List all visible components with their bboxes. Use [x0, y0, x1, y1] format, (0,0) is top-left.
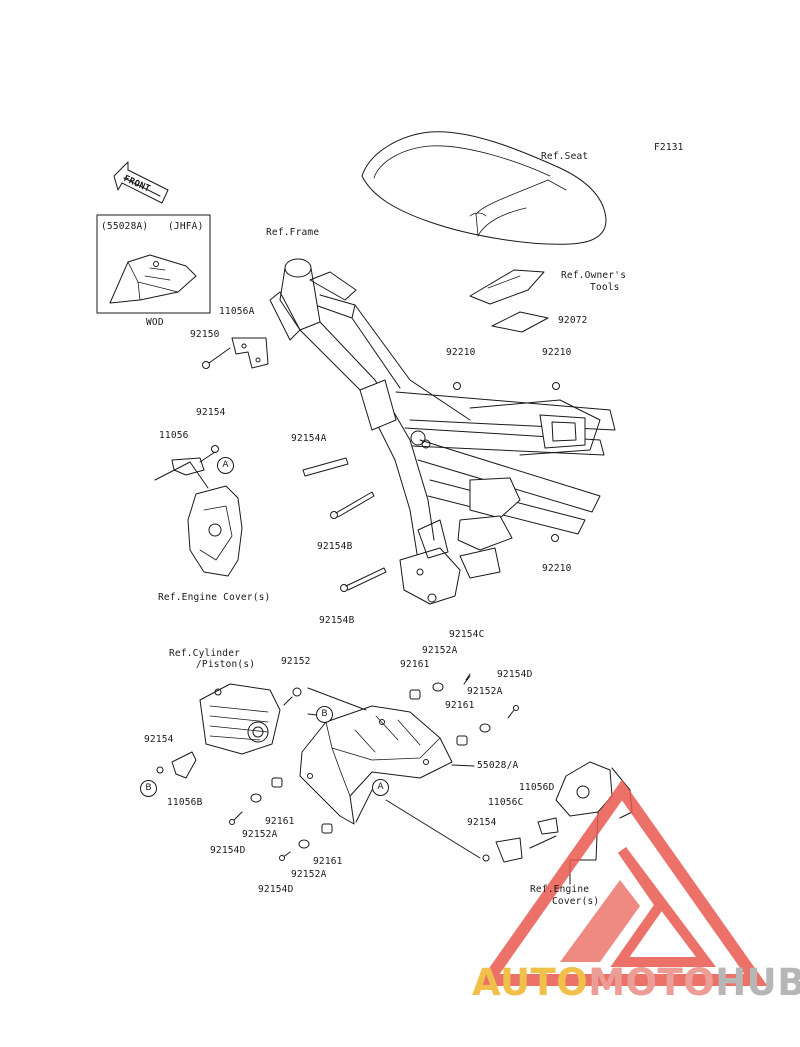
inset-caption: WOD: [146, 317, 164, 328]
frame-drawing: [269, 258, 616, 605]
watermark-wordmark: AUTOMOTOHUB: [472, 963, 800, 1003]
part-92152A-top: 92152A: [422, 645, 458, 656]
part-92154D-right: 92154D: [497, 669, 533, 680]
inset-header-left: (55028A): [101, 221, 149, 232]
ref-seat-label: Ref.Seat: [541, 151, 589, 162]
part-92161-top: 92161: [400, 659, 430, 670]
part-92154D-low: 92154D: [210, 845, 246, 856]
figure-code: F2131: [654, 142, 684, 153]
part-11056: 11056: [159, 430, 189, 441]
part-92210-c: 92210: [542, 563, 572, 574]
inset-header-right: (JHFA): [168, 221, 204, 232]
frame-bolts-drawing: [302, 382, 560, 592]
bracket-11056-drawing: [154, 445, 219, 489]
ref-owners-tools-label-2: Tools: [590, 282, 620, 293]
part-92161-mid: 92161: [445, 700, 475, 711]
part-92152: 92152: [281, 656, 311, 667]
part-55028A: 55028/A: [477, 760, 519, 771]
part-11056A: 11056A: [219, 306, 255, 317]
ref-owners-tools-label-1: Ref.Owner's: [561, 270, 627, 281]
grommets-left-drawing: [229, 777, 333, 861]
ref-engine-covers-top-label: Ref.Engine Cover(s): [158, 592, 271, 603]
part-92161-bottom: 92161: [313, 856, 343, 867]
ref-engine-covers-bottom-label-2: Cover(s): [552, 896, 600, 907]
symbol-a-mid: A: [372, 779, 389, 796]
part-92154-right: 92154: [467, 817, 497, 828]
engine-cover-left-drawing: [187, 485, 243, 577]
part-92154A: 92154A: [291, 433, 327, 444]
ref-engine-covers-bottom-label-1: Ref.Engine: [530, 884, 590, 895]
watermark-part-moto: MOTO: [588, 961, 716, 1004]
part-92152A-bottom: 92152A: [291, 869, 327, 880]
part-92152A-mid: 92152A: [467, 686, 503, 697]
part-92154C: 92154C: [449, 629, 485, 640]
ref-cylinder-label-2: /Piston(s): [196, 659, 256, 670]
symbol-b-top: B: [316, 706, 333, 723]
part-92150: 92150: [190, 329, 220, 340]
tool-pouch-drawing: [469, 269, 545, 305]
symbol-b-left: B: [140, 780, 157, 797]
part-92161-low: 92161: [265, 816, 295, 827]
part-92152A-low: 92152A: [242, 829, 278, 840]
strap-92072-drawing: [491, 311, 549, 333]
ref-frame-label: Ref.Frame: [266, 227, 320, 238]
part-11056D: 11056D: [519, 782, 555, 793]
symbol-a-top: A: [217, 457, 234, 474]
bracket-11056A-drawing: [231, 337, 269, 369]
part-11056B: 11056B: [167, 797, 203, 808]
part-92154-left: 92154: [144, 734, 174, 745]
part-92072: 92072: [558, 315, 588, 326]
part-92154B-a: 92154B: [317, 541, 353, 552]
engine-cover-right-drawing: [482, 761, 633, 885]
front-arrow-icon: [113, 161, 169, 204]
part-11056C: 11056C: [488, 797, 524, 808]
watermark-logo-icon: [476, 779, 768, 986]
seat-drawing: [361, 131, 607, 245]
bracket-11056B-drawing: [156, 751, 197, 779]
part-92154B-b: 92154B: [319, 615, 355, 626]
part-92154D-bottom: 92154D: [258, 884, 294, 895]
ref-cylinder-label-1: Ref.Cylinder: [169, 648, 241, 659]
part-92154-top: 92154: [196, 407, 226, 418]
undercover-55028-drawing: [299, 705, 453, 825]
inset-box: [96, 214, 211, 314]
part-92210-b: 92210: [542, 347, 572, 358]
watermark-part-hub: HUB: [715, 961, 800, 1004]
watermark-part-auto: AUTO: [472, 961, 589, 1004]
cylinder-drawing: [199, 683, 281, 755]
grommets-right-drawing: [409, 673, 519, 746]
bolt-92150-drawing: [202, 347, 231, 369]
part-92210-a: 92210: [446, 347, 476, 358]
